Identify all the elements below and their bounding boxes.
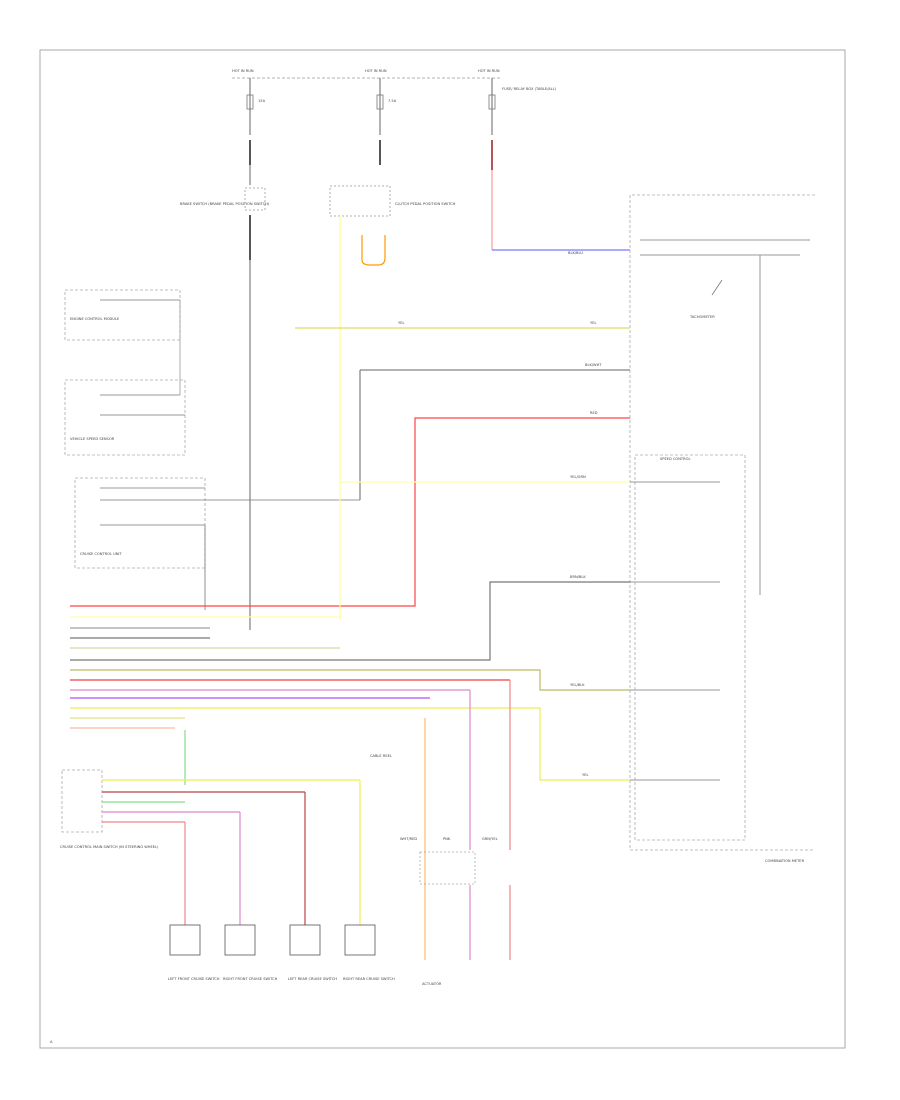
cruise-unit-label: CRUISE CONTROL UNIT: [80, 552, 122, 556]
wire-label-brn-blk: BRN/BLK: [570, 575, 586, 579]
brake-switch-label: BRAKE SWITCH (BRAKE PEDAL POSITION SWITC…: [180, 202, 270, 206]
wire-label-wht-red: WHT/RED: [400, 837, 417, 841]
wire-label-grn-yel: GRN/YEL: [482, 837, 498, 841]
bottom-switches: LEFT FRONT CRUISE SWITCH RIGHT FRONT CRU…: [168, 780, 395, 981]
fuse-2-label: HOT IN RUN: [365, 69, 387, 73]
bottom-switch-2: RIGHT FRONT CRUISE SWITCH: [223, 895, 278, 981]
fuse-2-symbol: [376, 94, 384, 110]
actuator-label: ACTUATOR: [422, 982, 442, 986]
bottom-switch-2-label: RIGHT FRONT CRUISE SWITCH: [223, 977, 278, 981]
vss-label: VEHICLE SPEED SENSOR: [70, 437, 115, 441]
bottom-switch-4: RIGHT REAR CRUISE SWITCH: [343, 780, 395, 981]
ecm-label: ENGINE CONTROL MODULE: [70, 317, 120, 321]
wire-label-blk-wht: BLK/WHT: [585, 363, 602, 367]
speed-control-label: SPEED CONTROL: [660, 457, 690, 461]
fuse-3-symbol: [488, 94, 496, 110]
bottom-switch-3-label: LEFT REAR CRUISE SWITCH: [288, 977, 337, 981]
wire-label-blu: BLK/BLU: [568, 251, 583, 255]
fuse-feed-2: HOT IN RUN 7.5A CLUTCH PEDAL POSITION SW…: [329, 69, 456, 620]
brake-switch-symbol: [244, 187, 266, 211]
wire-label-yel-blk: YEL/BLK: [570, 683, 585, 687]
wire-label-red: RED: [590, 411, 598, 415]
fuse-3-box: FUSE/ RELAY BOX (TABLE/ALL): [502, 87, 557, 91]
cable-reel: CABLE REEL WHT/RED PNK GRN/YEL ACTUATOR: [370, 718, 511, 986]
wire-label-yel-2b: YEL: [582, 773, 588, 777]
combination-meter: COMBINATION METER TACHOMETER SPEED CONTR…: [629, 194, 815, 863]
wire-label-pnk: PNK: [443, 837, 451, 841]
wire-label-yel: YEL: [398, 321, 404, 325]
meter-harness: YEL YEL BLK/WHT RED YEL/GRN BRN/BLK YEL/…: [70, 321, 720, 781]
lower-module-label: CRUISE CONTROL MAIN SWITCH (IN STEERING …: [60, 845, 159, 849]
wire-label-yel-2: YEL: [590, 321, 596, 325]
fuse-1-symbol: [246, 94, 254, 110]
fuse-1-value: 15A: [258, 99, 266, 103]
footer-code: A: [50, 1040, 53, 1044]
harness-bundle: [70, 627, 511, 850]
lower-main-switch: CRUISE CONTROL MAIN SWITCH (IN STEERING …: [60, 769, 360, 895]
tachometer-label: TACHOMETER: [689, 315, 715, 319]
bottom-switch-1: LEFT FRONT CRUISE SWITCH: [168, 895, 220, 981]
bottom-switch-1-label: LEFT FRONT CRUISE SWITCH: [168, 977, 220, 981]
fuse-1-label: HOT IN RUN: [232, 69, 254, 73]
fuse-3-label: HOT IN RUN: [478, 69, 500, 73]
bottom-switch-3: LEFT REAR CRUISE SWITCH: [288, 845, 337, 981]
wire-label-yel-grn: YEL/GRN: [570, 475, 586, 479]
fuse-2-value: 7.5A: [388, 99, 397, 103]
combination-meter-label: COMBINATION METER: [765, 859, 805, 863]
diagram-frame: [39, 49, 846, 1049]
bottom-switch-4-label: RIGHT REAR CRUISE SWITCH: [343, 977, 395, 981]
fuse-feed-3: HOT IN RUN FUSE/ RELAY BOX (TABLE/ALL) B…: [478, 69, 630, 255]
cruise-unit-left: CRUISE CONTROL UNIT: [74, 477, 360, 610]
speed-control-box: [634, 454, 746, 841]
vehicle-speed-sensor: VEHICLE SPEED SENSOR: [64, 379, 186, 456]
cable-reel-label: CABLE REEL: [370, 754, 392, 758]
engine-control-module: ENGINE CONTROL MODULE: [64, 289, 181, 395]
fuse-feed-1: HOT IN RUN 15A BRAKE SWITCH (BRAKE PEDAL…: [180, 69, 500, 630]
clutch-switch-label: CLUTCH PEDAL POSITION SWITCH: [395, 202, 456, 206]
clutch-switch-symbol: [329, 185, 391, 217]
